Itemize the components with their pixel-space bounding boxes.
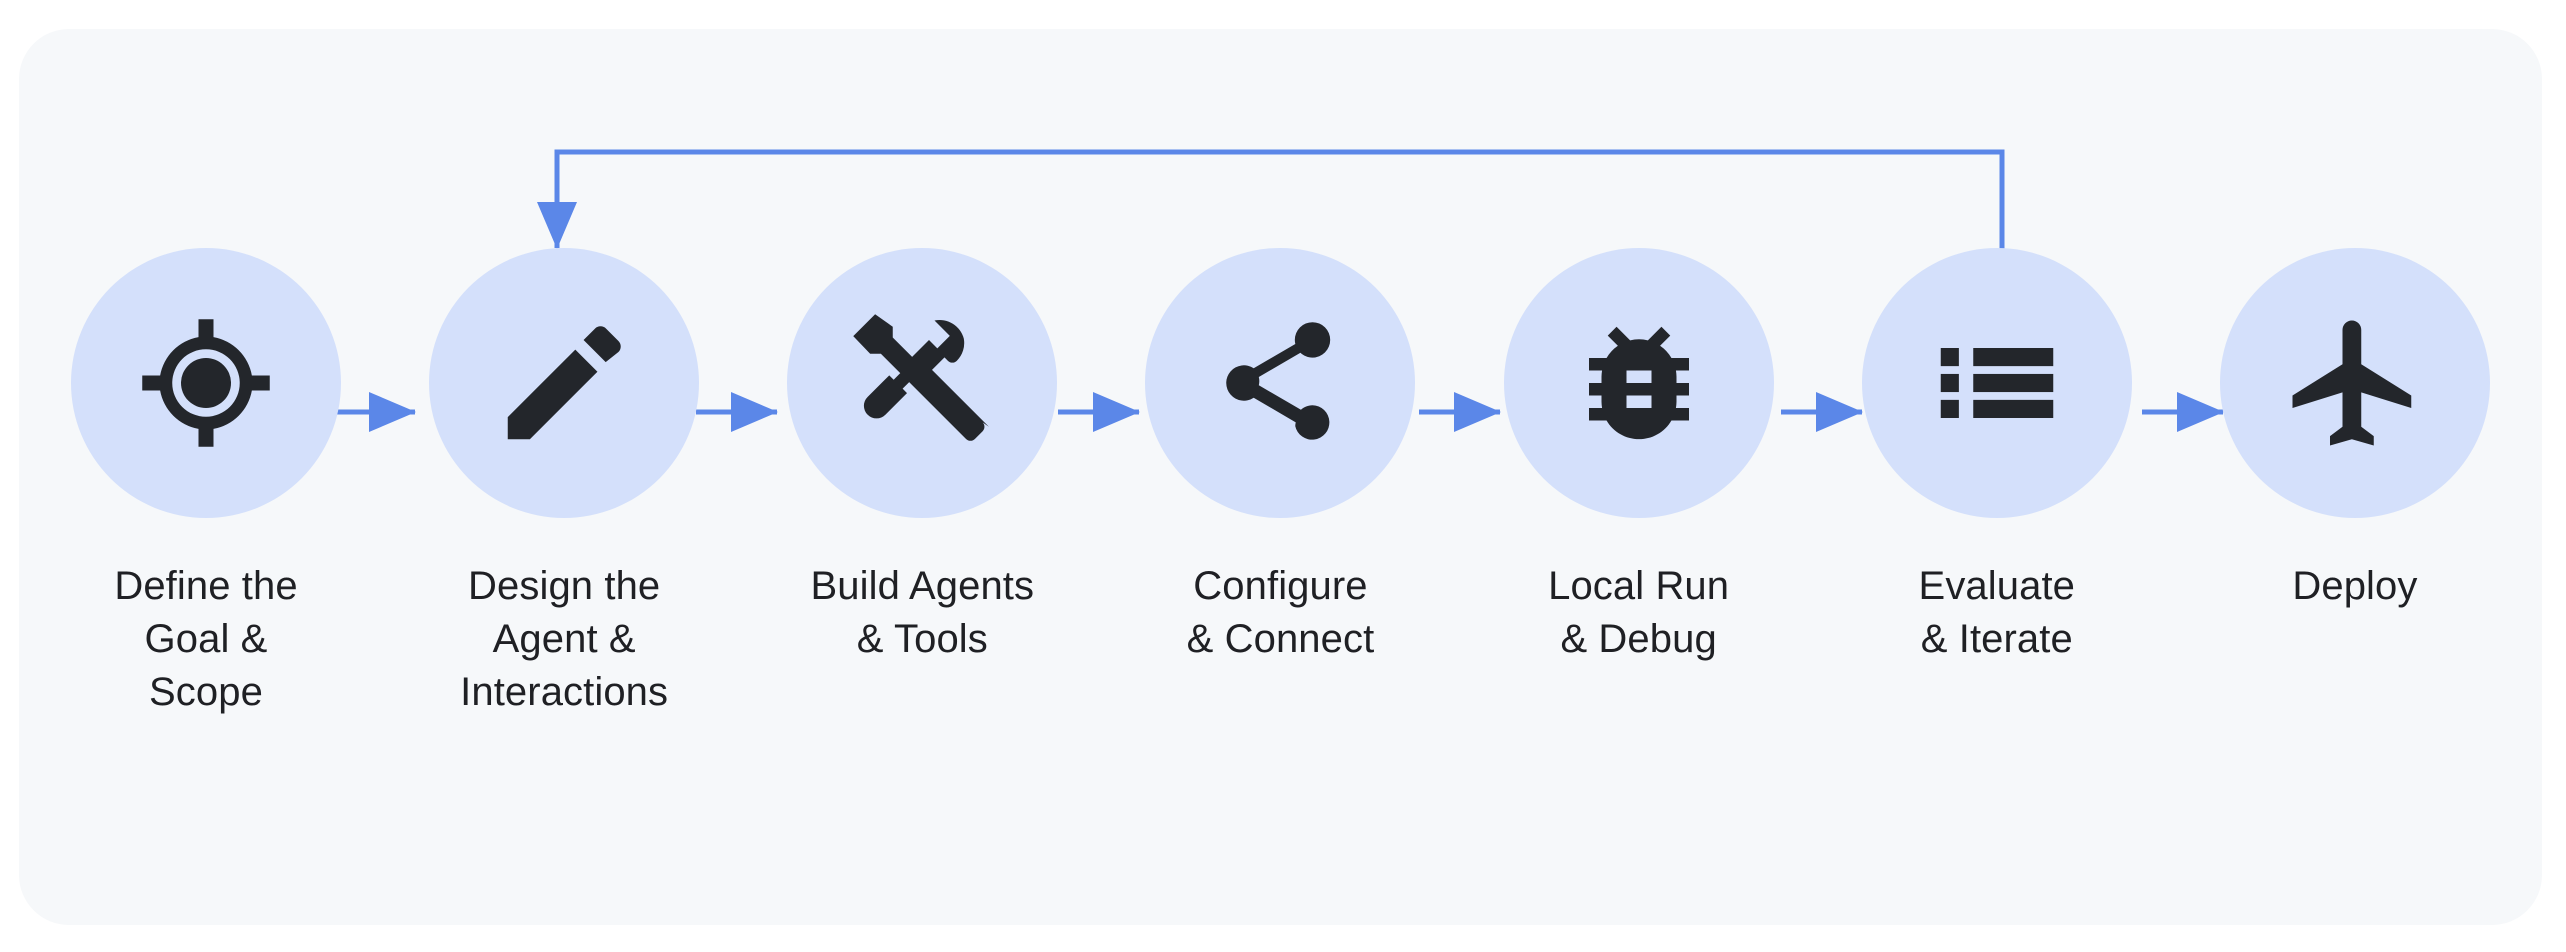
list-bulleted-icon — [1922, 308, 2072, 458]
step-define-goal-scope[interactable]: Define the Goal & Scope — [61, 248, 351, 720]
step-label: Design the Agent & Interactions — [460, 564, 669, 715]
bug-report-icon — [1564, 308, 1714, 458]
step-icon-circle[interactable] — [1145, 248, 1416, 518]
step-icon-circle[interactable] — [429, 248, 700, 518]
step-deploy[interactable]: Deploy — [2210, 248, 2500, 613]
airplane-icon — [2280, 308, 2430, 458]
step-list: Define the Goal & Scope Design the Agent… — [19, 29, 2542, 925]
step-design-agent-interactions[interactable]: Design the Agent & Interactions — [419, 248, 709, 720]
step-evaluate-iterate[interactable]: Evaluate & Iterate — [1852, 248, 2142, 666]
step-icon-circle[interactable] — [1861, 248, 2132, 518]
step-local-run-debug[interactable]: Local Run & Debug — [1494, 248, 1784, 666]
step-label: Build Agents & Tools — [810, 564, 1035, 662]
step-label: Deploy — [2292, 564, 2418, 608]
step-label: Configure & Connect — [1186, 564, 1375, 662]
step-icon-circle[interactable] — [71, 248, 341, 518]
step-configure-connect[interactable]: Configure & Connect — [1135, 248, 1425, 666]
step-icon-circle[interactable] — [1503, 248, 1774, 518]
target-crosshair-icon — [131, 308, 281, 458]
hammer-wrench-icon — [847, 308, 997, 458]
step-icon-circle[interactable] — [787, 248, 1058, 518]
pencil-edit-icon — [489, 308, 639, 458]
step-label: Local Run & Debug — [1548, 564, 1730, 662]
step-label: Evaluate & Iterate — [1918, 564, 2076, 662]
step-label: Define the Goal & Scope — [114, 564, 298, 715]
step-icon-circle[interactable] — [2219, 248, 2490, 518]
step-build-agents-tools[interactable]: Build Agents & Tools — [777, 248, 1067, 666]
share-nodes-icon — [1205, 308, 1355, 458]
